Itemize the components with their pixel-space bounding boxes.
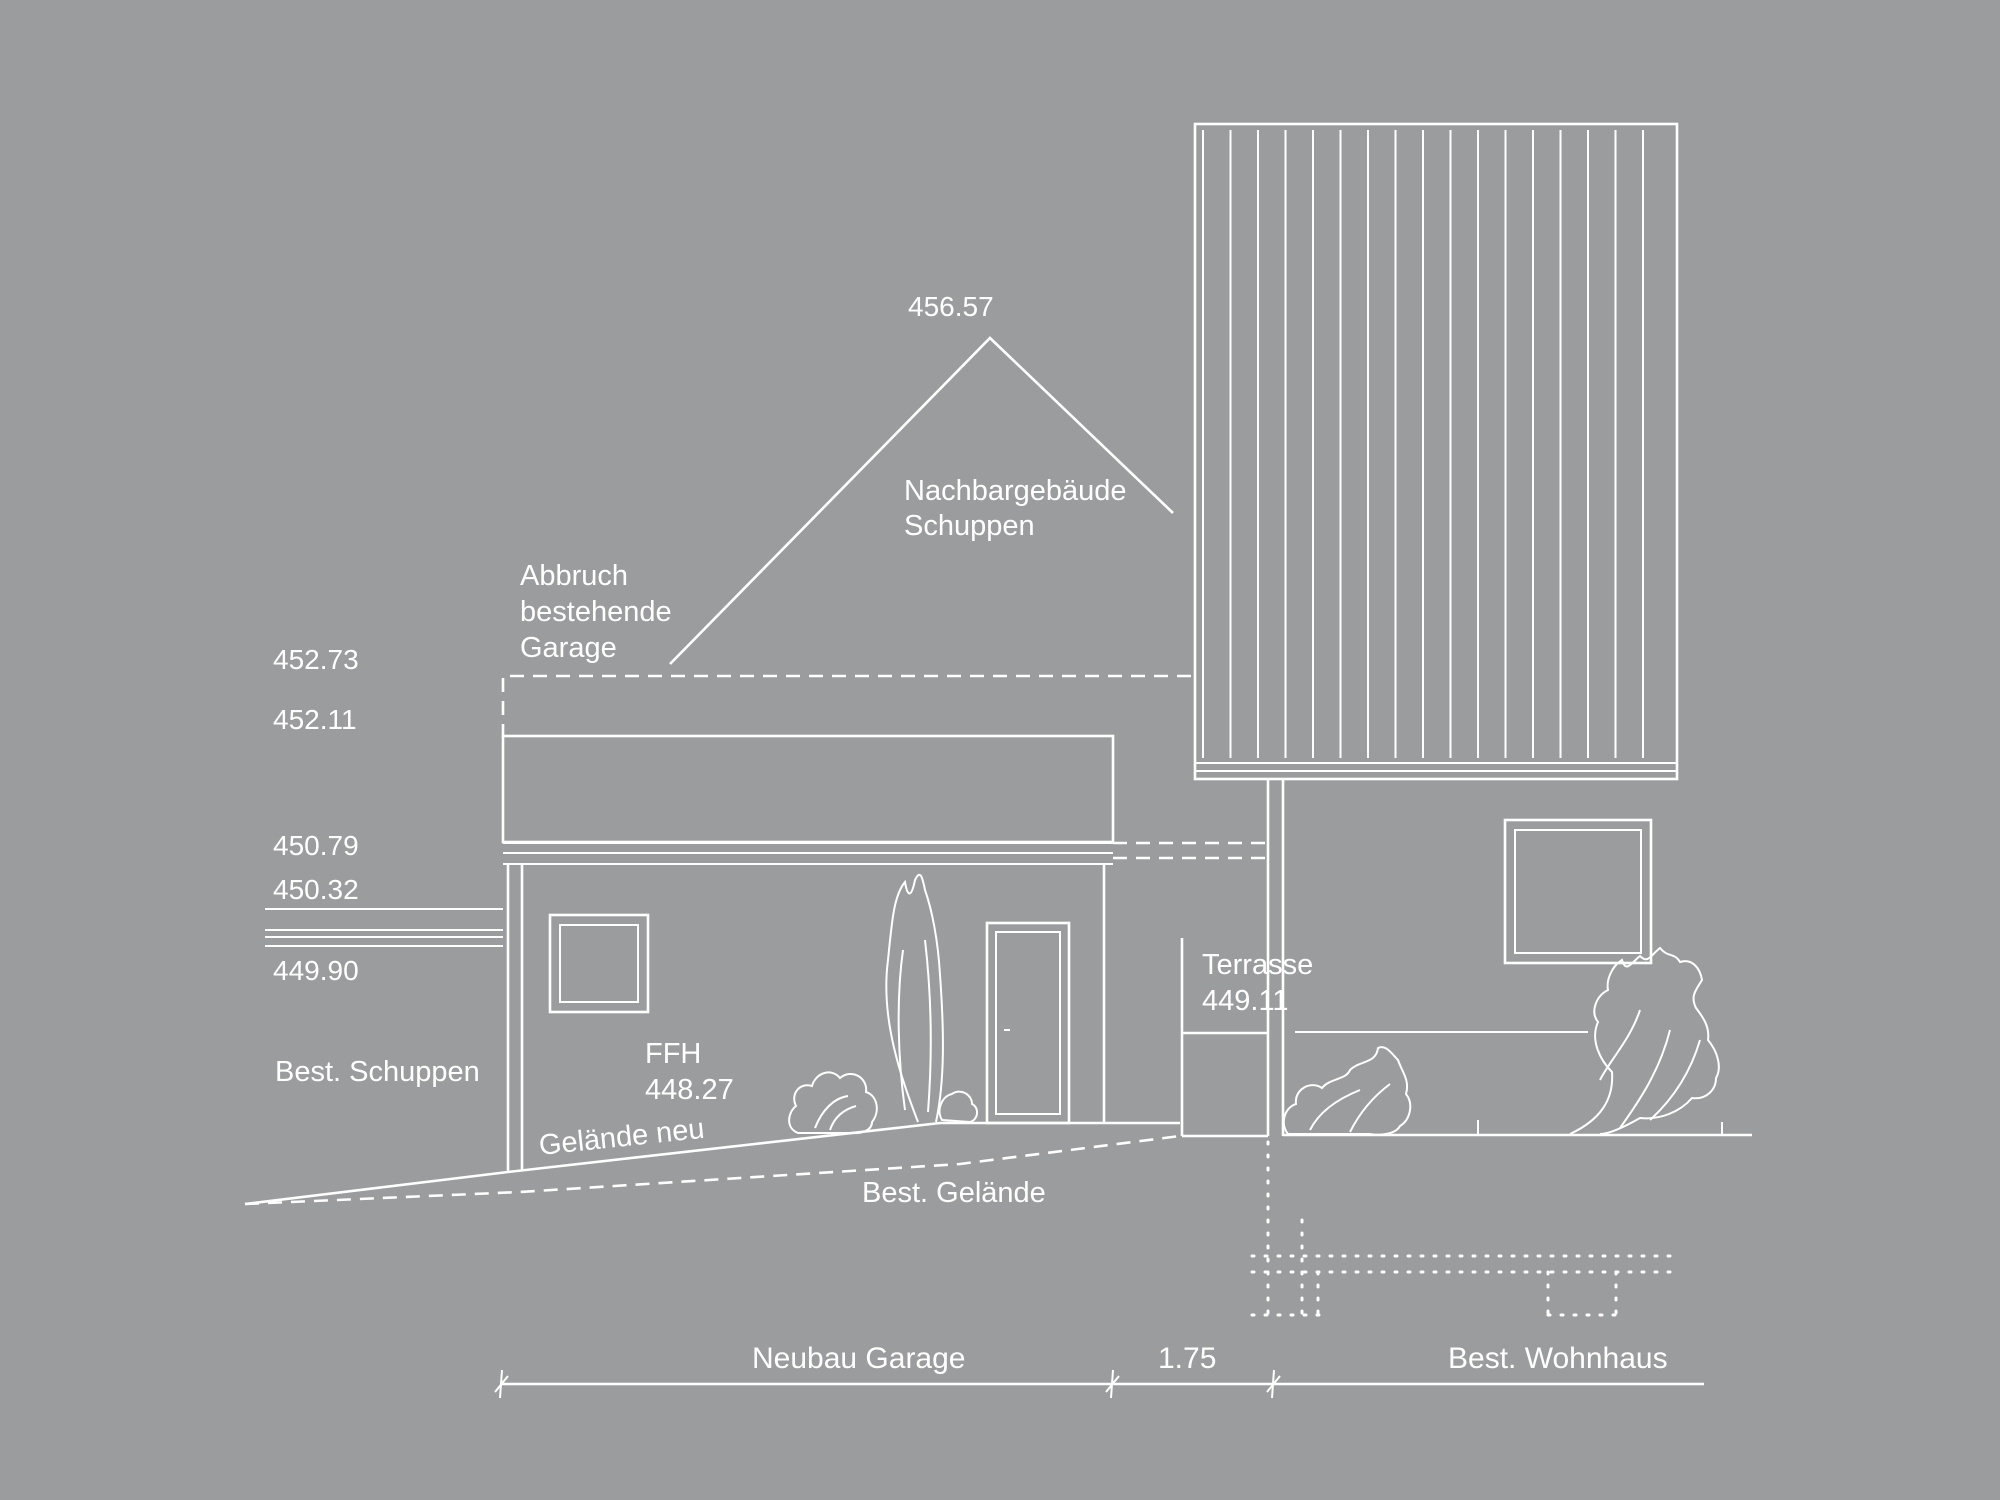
- shrub-house: [1282, 1046, 1412, 1136]
- terrain-existing-line: [244, 1134, 1181, 1206]
- dimension-existing-house: Best. Wohnhaus: [1448, 1342, 1668, 1375]
- house-window: [1503, 818, 1653, 965]
- terrace-wall: [1180, 938, 1268, 1138]
- level-450-79: 450.79: [273, 830, 359, 861]
- level-roof-ridge: 456.57: [908, 291, 994, 322]
- shrub-small: [938, 1090, 978, 1124]
- existing-shed-label: Best. Schuppen: [275, 1056, 480, 1088]
- level-452-11: 452.11: [273, 704, 357, 735]
- level-452-73: 452.73: [273, 644, 359, 675]
- ffh-label: FFH: [645, 1038, 701, 1070]
- neighbor-building-label-1: Nachbargebäude: [904, 475, 1127, 507]
- dimension-line: [494, 1369, 1704, 1399]
- neighbor-roof-outline: [669, 336, 1174, 665]
- dimension-gap: 1.75: [1158, 1342, 1216, 1375]
- demolition-label-2: bestehende: [520, 596, 672, 628]
- dimension-new-garage: Neubau Garage: [752, 1342, 966, 1375]
- ffh-value: 448.27: [645, 1074, 734, 1106]
- tree-house: [1477, 946, 1723, 1136]
- new-garage: [501, 734, 1115, 1172]
- terrace-value: 449.11: [1202, 985, 1289, 1017]
- level-450-32: 450.32: [273, 874, 359, 905]
- connection-dashes: [1113, 841, 1270, 860]
- garage-door: [985, 921, 1071, 1125]
- terrace-label: Terrasse: [1202, 949, 1313, 981]
- demolition-label-1: Abbruch: [520, 560, 628, 592]
- cypress-tree: [885, 873, 944, 1123]
- shrub-left: [788, 1071, 878, 1135]
- neighbor-building-label-2: Schuppen: [904, 510, 1035, 542]
- demolition-label-3: Garage: [520, 632, 617, 664]
- garage-window: [548, 913, 650, 1014]
- terrain-new-label: Gelände neu: [537, 1113, 706, 1162]
- house-upper-cladding: [1193, 122, 1679, 781]
- house-lower: [1180, 779, 1653, 1138]
- terrain-existing-label: Best. Gelände: [862, 1177, 1046, 1209]
- existing-shed-lines: [265, 908, 503, 947]
- demolition-outline: [501, 674, 1193, 738]
- level-449-90: 449.90: [273, 955, 359, 986]
- foundation-dotted: [1250, 1140, 1678, 1320]
